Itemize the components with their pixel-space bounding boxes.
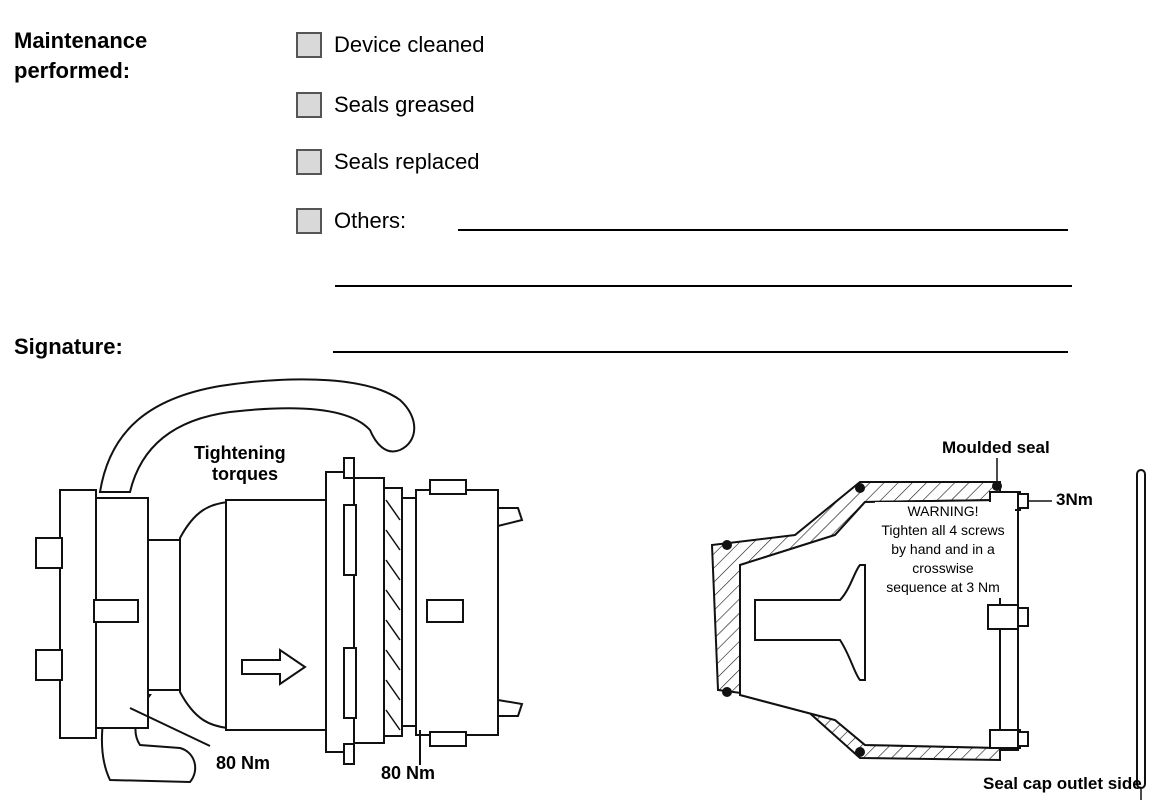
seals-replaced-label: Seals replaced — [334, 149, 480, 174]
seals-greased-checkbox[interactable] — [296, 92, 322, 118]
warning-line-4: crosswise — [912, 560, 974, 576]
device-cleaned-label: Device cleaned — [334, 32, 485, 57]
seals-replaced-checkbox[interactable] — [296, 149, 322, 175]
others-checkbox[interactable] — [296, 208, 322, 234]
option-seals-replaced[interactable]: Seals replaced — [296, 146, 480, 178]
tightening-label: Tightening torques — [194, 443, 286, 485]
device-cleaned-checkbox[interactable] — [296, 32, 322, 58]
signature-label: Signature: — [14, 334, 123, 359]
warning-note: WARNING! Tighten all 4 screws by hand an… — [870, 502, 1016, 597]
option-seals-greased[interactable]: Seals greased — [296, 89, 475, 121]
tightening-label-line1: Tightening — [194, 443, 286, 463]
torque-label-left: 80 Nm — [216, 753, 271, 773]
warning-line-3: by hand and in a — [891, 541, 995, 557]
maintenance-label: Maintenance performed: — [14, 26, 147, 86]
moulded-seal-label: Moulded seal — [942, 438, 1050, 457]
tightening-label-line2: torques — [212, 464, 279, 484]
seal-cap-diagram — [710, 458, 1146, 800]
screw-torque-label: 3Nm — [1056, 490, 1093, 509]
option-others[interactable]: Others: — [296, 205, 406, 237]
maintenance-label-line1: Maintenance — [14, 28, 148, 53]
seal-cap-label: Seal cap outlet side — [983, 774, 1142, 793]
seals-greased-label: Seals greased — [334, 92, 475, 117]
coupling-diagram — [35, 378, 524, 784]
flow-arrow-icon — [241, 648, 307, 686]
others-input-line-2[interactable] — [335, 285, 1072, 287]
torque-label-right: 80 Nm — [381, 763, 436, 783]
signature-line[interactable] — [333, 351, 1068, 353]
others-label: Others: — [334, 208, 407, 233]
warning-line-5: sequence at 3 Nm — [886, 579, 1000, 595]
others-input-line-1[interactable] — [458, 229, 1068, 231]
warning-line-1: WARNING! — [907, 503, 979, 519]
option-device-cleaned[interactable]: Device cleaned — [296, 29, 484, 61]
coupling-handle — [98, 378, 416, 493]
maintenance-label-line2: performed: — [14, 58, 131, 83]
warning-line-2: Tighten all 4 screws — [881, 522, 1005, 538]
